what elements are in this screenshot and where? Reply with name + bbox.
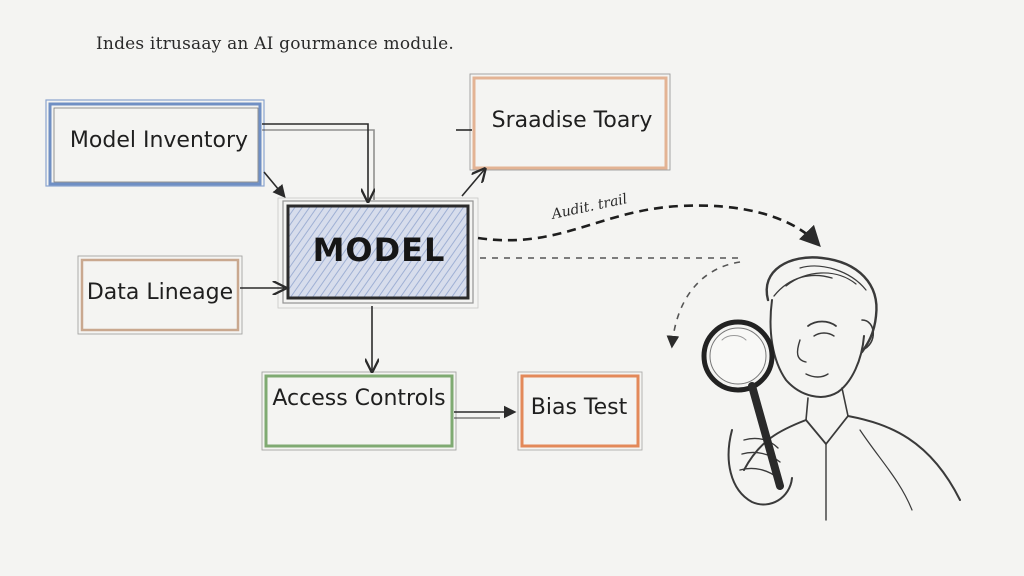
connector-model-saadise [461, 170, 484, 197]
connectors [240, 123, 517, 419]
saadise-toary-label: Sraadise Toary [491, 108, 653, 133]
access-controls-box [261, 371, 457, 451]
connector-inventory-model-diag [263, 171, 286, 198]
data-lineage-label: Data Lineage [86, 280, 234, 305]
model-inventory-box [45, 99, 265, 187]
bias-test-box [517, 371, 643, 451]
bias-test-label: Bias Test [530, 395, 628, 420]
model-inventory-label: Model Inventory [69, 128, 249, 153]
data-lineage-box [77, 255, 243, 335]
person-with-magnifying-glass [701, 256, 961, 521]
dotted-trail-path [480, 257, 744, 349]
access-controls-label: Access Controls [272, 386, 446, 411]
saadise-toary-box [469, 73, 671, 171]
connector-inventory-model-elbow-2 [262, 129, 375, 200]
model-box [277, 197, 479, 309]
audit-trail-path [477, 204, 821, 247]
diagram-caption: Indes itrusaay an AI gourmance module. [96, 34, 455, 54]
model-label: MODEL [312, 231, 446, 269]
connector-inventory-model-elbow [262, 123, 368, 200]
